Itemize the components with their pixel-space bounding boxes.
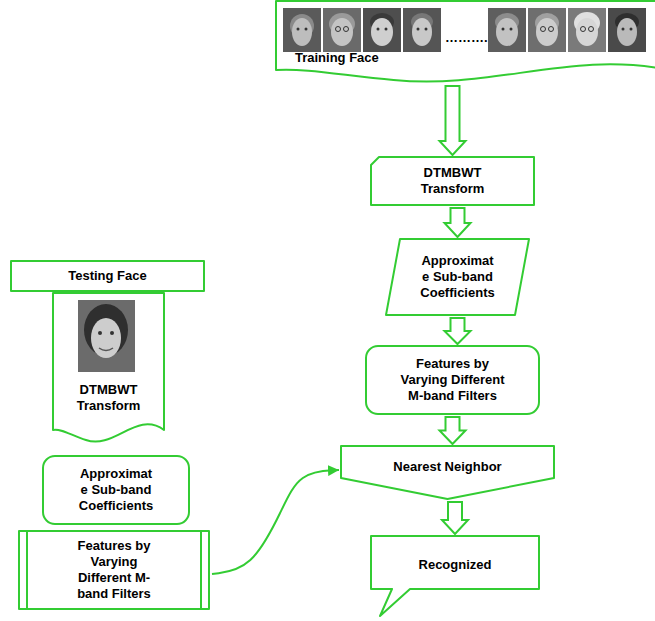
node-text: Testing Face xyxy=(68,268,147,284)
face-photo xyxy=(363,8,401,52)
process-box: DTMBWT Transform xyxy=(370,156,535,206)
node-text: Approximat e Sub-band Coefficients xyxy=(76,466,156,514)
node-text: Nearest Neighbor xyxy=(393,459,501,475)
predefined-process-box: Features by Varying Different M-band Fil… xyxy=(18,530,210,610)
node-outline xyxy=(370,535,540,617)
node-outline-path xyxy=(386,239,529,315)
block-arrow xyxy=(440,86,466,155)
block-arrow xyxy=(445,208,471,237)
rounded-box: Approximat e Sub-band Coefficients xyxy=(42,455,190,525)
block-arrow xyxy=(445,318,471,344)
node-outline-path xyxy=(276,1,655,82)
face-photo xyxy=(78,300,135,372)
face-photo xyxy=(323,8,361,52)
node-text: DTMBWT Transform xyxy=(64,382,154,414)
connector-shape: Nearest Neighbor xyxy=(340,445,555,500)
document-shape: DTMBWT Transform xyxy=(52,292,165,444)
data-parallelogram: Approximat e Sub-band Coefficients xyxy=(385,238,530,316)
ellipsis-label: ………. xyxy=(445,30,488,46)
node-outline-path xyxy=(53,293,164,442)
node-text: Features by Varying Different M-band Fil… xyxy=(64,538,164,602)
callout-shape: Recognized xyxy=(370,535,540,617)
node-outline-path xyxy=(11,261,204,291)
node-text: Features by Varying Different M-band Fil… xyxy=(395,356,510,404)
rounded-box: Features by Varying Different M-band Fil… xyxy=(365,345,540,415)
block-arrow xyxy=(442,502,468,534)
curved-arrow xyxy=(212,470,339,574)
face-photo xyxy=(488,8,526,52)
face-photo xyxy=(608,8,646,52)
block-arrow xyxy=(440,417,466,444)
node-text: Recognized xyxy=(419,557,492,573)
node-outline xyxy=(52,292,165,444)
face-photo xyxy=(283,8,321,52)
node-text: Training Face xyxy=(295,50,655,66)
node-outline-path xyxy=(341,446,554,499)
face-photo xyxy=(403,8,441,52)
node-outline-path xyxy=(371,536,539,616)
node-text: Approximat e Sub-band Coefficients xyxy=(418,253,498,301)
node-text: DTMBWT Transform xyxy=(408,165,498,197)
node-outline-path xyxy=(371,157,534,205)
node-outline-path xyxy=(366,346,539,414)
node-outline-path xyxy=(43,456,189,524)
face-photo xyxy=(528,8,566,52)
face-photo xyxy=(568,8,606,52)
header-box: Testing Face xyxy=(10,260,205,292)
node-outline-path xyxy=(19,531,209,609)
